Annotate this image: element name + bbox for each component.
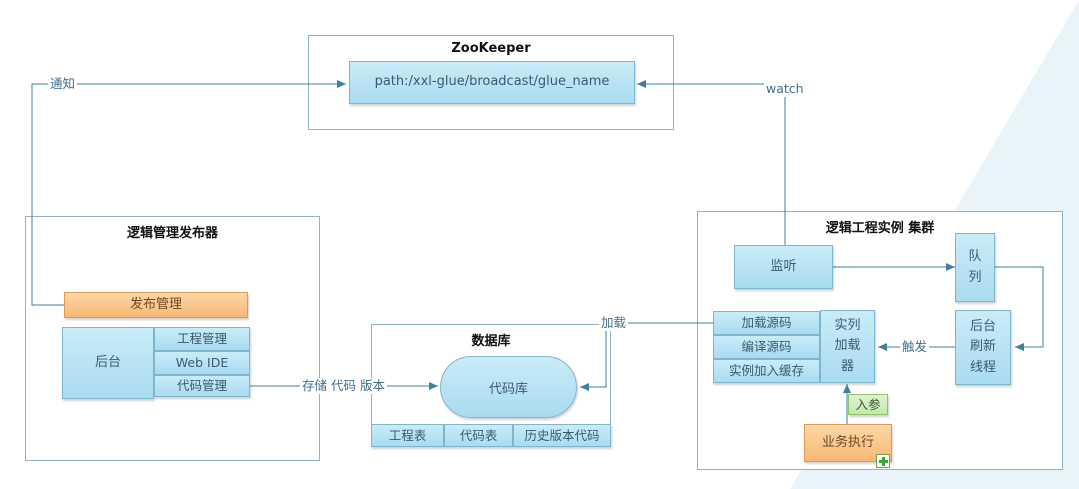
instance-loader-box[interactable]: 实列 加载 器 bbox=[820, 310, 875, 383]
menu-web-ide[interactable]: Web IDE bbox=[154, 351, 250, 375]
cluster-title: 逻辑工程实例 集群 bbox=[825, 221, 935, 236]
business-execution-box[interactable]: 业务执行 bbox=[804, 424, 892, 462]
queue-box[interactable]: 队 列 bbox=[955, 233, 995, 302]
queue-label: 队 列 bbox=[968, 249, 982, 285]
watch-connector bbox=[637, 80, 786, 245]
table-project[interactable]: 工程表 bbox=[371, 424, 444, 447]
zookeeper-title: ZooKeeper bbox=[451, 41, 531, 56]
refresh-thread-label: 后台 刷新 线程 bbox=[969, 319, 996, 375]
instance-loader-label: 实列 加载 器 bbox=[834, 318, 861, 374]
database-title: 数据库 bbox=[471, 334, 511, 349]
notify-label: 通知 bbox=[48, 76, 78, 92]
table-history-code[interactable]: 历史版本代码 bbox=[513, 424, 611, 447]
param-tag: 入参 bbox=[848, 394, 888, 415]
add-icon[interactable] bbox=[876, 454, 890, 468]
backend-box[interactable]: 后台 bbox=[62, 327, 154, 399]
refresh-thread-box[interactable]: 后台 刷新 线程 bbox=[955, 310, 1011, 385]
zookeeper-node-path[interactable]: path:/xxl-glue/broadcast/glue_name bbox=[349, 61, 635, 104]
notify-connector bbox=[31, 80, 346, 306]
trigger-label: 触发 bbox=[900, 339, 930, 355]
publisher-title: 逻辑管理发布器 bbox=[126, 226, 218, 241]
load-connector bbox=[580, 322, 713, 391]
store-label: 存储 代码 版本 bbox=[300, 378, 387, 394]
menu-project-management[interactable]: 工程管理 bbox=[154, 327, 250, 351]
step-compile-source[interactable]: 编译源码 bbox=[713, 335, 820, 359]
step-load-source[interactable]: 加载源码 bbox=[713, 311, 820, 335]
menu-code-management[interactable]: 代码管理 bbox=[154, 375, 250, 397]
table-code[interactable]: 代码表 bbox=[444, 424, 513, 447]
publish-management-box[interactable]: 发布管理 bbox=[64, 292, 248, 318]
watch-label: watch bbox=[764, 81, 806, 97]
step-add-instance-cache[interactable]: 实例加入缓存 bbox=[713, 359, 820, 383]
listener-box[interactable]: 监听 bbox=[734, 245, 833, 289]
code-repository[interactable]: 代码库 bbox=[440, 356, 577, 418]
queue-to-refresh-connector bbox=[995, 266, 1044, 351]
load-label: 加载 bbox=[599, 315, 629, 331]
